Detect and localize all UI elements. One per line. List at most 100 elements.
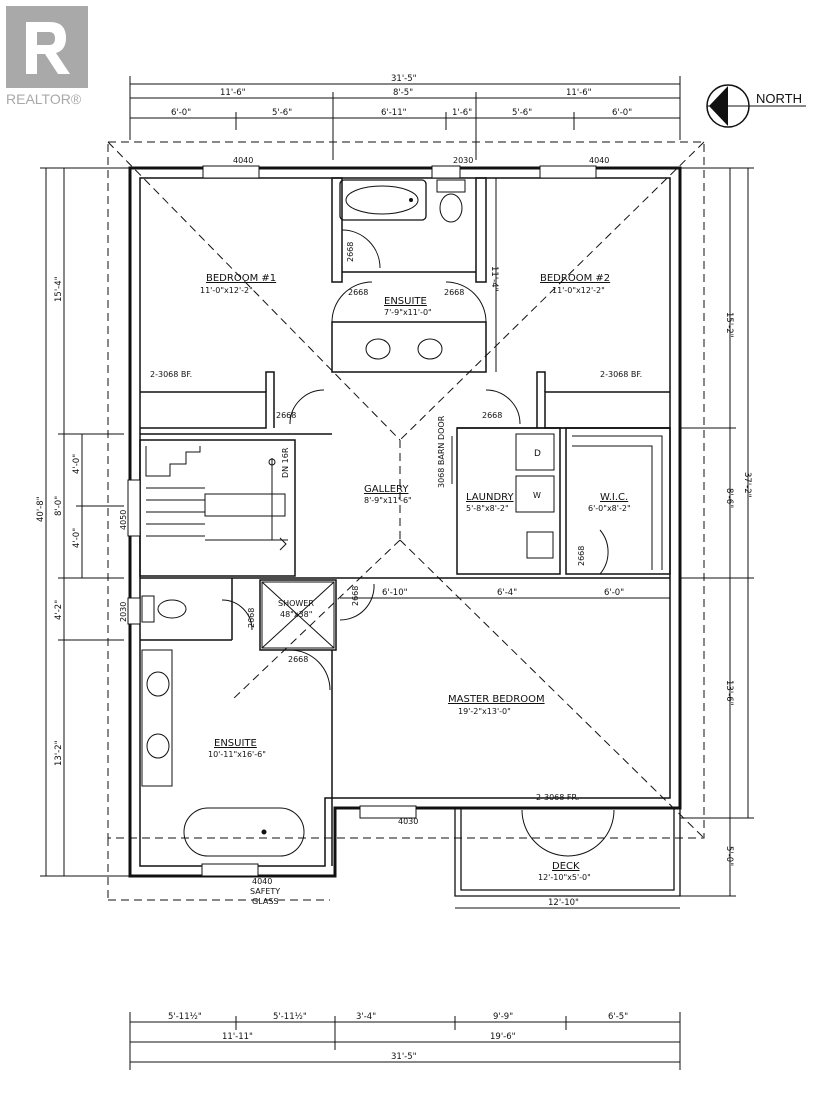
dim-left-row1-1: 8'-0" [54, 496, 64, 516]
window-4040-bottom-label: 4040 [252, 877, 272, 886]
washer [515, 475, 555, 513]
room-shower-size: 48"x38" [280, 610, 312, 619]
dim-interior-3: 6'-0" [604, 588, 624, 598]
right-dimensions [680, 167, 754, 897]
room-laundry-size: 5'-8"x8'-2" [466, 504, 509, 513]
vanity [141, 649, 173, 787]
door-2668-h-label: 2668 [247, 608, 256, 628]
dim-left-row1-3: 13'-2" [54, 740, 64, 766]
dryer [515, 433, 555, 471]
dim-left-total: 40'-8" [36, 496, 46, 522]
room-master-name: MASTER BEDROOM [448, 694, 545, 705]
room-ensuite-top-size: 7'-9"x11'-0" [384, 308, 432, 317]
door-2668-a-label: 2668 [346, 242, 355, 262]
room-bedroom2-name: BEDROOM #2 [540, 273, 610, 284]
room-bedroom1-size: 11'-0"x12'-2" [200, 286, 253, 295]
dim-left-row1-2: 4'-2" [54, 600, 64, 620]
dim-bottom-row2-0: 11'-11" [222, 1032, 253, 1042]
dim-interior-4: 12'-10" [548, 898, 579, 908]
door-2668-d-label: 2668 [276, 411, 296, 420]
dim-top-row3-2: 6'-11" [381, 108, 407, 118]
window-4040-a-label: 4040 [233, 156, 253, 165]
staircase [145, 446, 288, 551]
door-2668-f-label: 2668 [577, 546, 586, 566]
bottom-dimensions [129, 1012, 681, 1070]
dim-left-row2-0: 4'-0" [72, 454, 82, 474]
room-gallery-size: 8'-9"x11'-6" [364, 496, 412, 505]
dim-bottom-row2-1: 19'-6" [490, 1032, 516, 1042]
room-bedroom1-name: BEDROOM #1 [206, 273, 276, 284]
room-gallery-name: GALLERY [364, 484, 409, 495]
room-wic-name: W.I.C. [600, 492, 628, 503]
door-2668-i-label: 2668 [288, 655, 308, 664]
room-bedroom2-size: 11'-0"x12'-2" [552, 286, 605, 295]
realtor-logo: REALTOR® [6, 6, 88, 107]
laundry-appliances [515, 433, 555, 559]
toilet-tank [141, 595, 155, 623]
french-doors-label: 2-3068 FR. [536, 793, 579, 802]
washer-label: W [533, 491, 541, 500]
door-2668-e-label: 2668 [482, 411, 502, 420]
roof-outline [107, 141, 705, 901]
window-4040-b-label: 4040 [589, 156, 609, 165]
dim-bottom-row1-0: 5'-11½" [168, 1012, 202, 1022]
double-sink-top [365, 338, 443, 360]
room-shower-name: SHOWER [278, 599, 314, 608]
barn-door-label: 3068 BARN DOOR [437, 415, 446, 488]
dim-bottom-row1-1: 5'-11½" [273, 1012, 307, 1022]
door-2668-g-label: 2668 [351, 586, 360, 606]
left-dimensions [40, 167, 130, 877]
dim-bottom-total: 31'-5" [391, 1052, 417, 1062]
room-ensuite-bottom-size: 10'-11"x16'-6" [208, 750, 266, 759]
dim-top-total: 31'-5" [391, 74, 417, 84]
toilet-top [436, 179, 466, 223]
dim-right-total: 37'-2" [742, 472, 752, 498]
stairs-down-label: DN 16R [281, 447, 290, 478]
wic-shelving [572, 435, 663, 570]
dim-top-row2-0: 11'-6" [220, 88, 246, 98]
freestanding-tub [183, 807, 305, 857]
north-compass: NORTH [706, 84, 806, 128]
dim-left-row2-1: 4'-0" [72, 528, 82, 548]
dim-bottom-row1-4: 6'-5" [608, 1012, 628, 1022]
dim-top-row3-0: 6'-0" [171, 108, 191, 118]
window-4030-label: 4030 [398, 817, 418, 826]
toilet-bowl [157, 599, 187, 619]
dim-interior-0: 11'-4" [489, 266, 499, 292]
closet-right-label: 2-3068 BF. [600, 370, 642, 379]
dim-right-row1-2: 13'-6" [724, 680, 734, 706]
top-dimensions [129, 76, 681, 160]
safety-glass-label-1: SAFETY [250, 887, 280, 896]
dim-top-row2-1: 8'-5" [393, 88, 413, 98]
window-2030-top-label: 2030 [453, 156, 473, 165]
dim-bottom-row1-2: 3'-4" [356, 1012, 376, 1022]
lower-bath-fixtures [141, 581, 335, 857]
dim-top-row3-5: 6'-0" [612, 108, 632, 118]
room-deck-name: DECK [552, 861, 580, 872]
deck-outline [454, 808, 681, 897]
shower-stall [261, 581, 335, 649]
dim-right-row1-0: 15'-2" [724, 312, 734, 338]
dim-top-row3-3: 1'-6" [452, 108, 472, 118]
laundry-sink [526, 531, 554, 559]
dim-left-row1-0: 15'-4" [54, 276, 64, 302]
door-2668-b-label: 2668 [348, 288, 368, 297]
compass-north-label: NORTH [756, 91, 802, 106]
room-ensuite-top-name: ENSUITE [384, 296, 427, 307]
dim-right-row1-1: 8'-6" [724, 488, 734, 508]
bathtub-top [339, 179, 427, 221]
safety-glass-label-2: GLASS [252, 897, 278, 906]
room-ensuite-bottom-name: ENSUITE [214, 738, 257, 749]
realtor-wordmark: REALTOR® [6, 91, 82, 107]
room-wic-size: 6'-0"x8'-2" [588, 504, 631, 513]
window-4050-label: 4050 [119, 510, 128, 530]
dim-interior-2: 6'-4" [497, 588, 517, 598]
door-swings [221, 229, 615, 857]
dim-interior-1: 6'-10" [382, 588, 408, 598]
closet-left-label: 2-3068 BF. [150, 370, 192, 379]
dim-top-row3-4: 5'-6" [512, 108, 532, 118]
door-2668-c-label: 2668 [444, 288, 464, 297]
window-2030-left-label: 2030 [119, 602, 128, 622]
dryer-label: D [534, 449, 541, 459]
